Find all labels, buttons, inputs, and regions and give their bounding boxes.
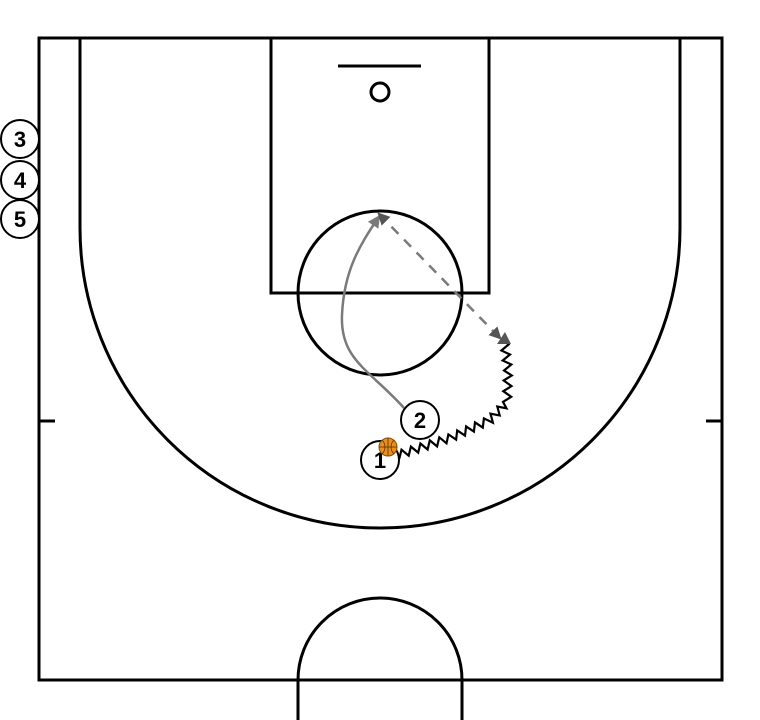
player-3: 3 xyxy=(0,119,40,159)
player-3-label: 3 xyxy=(14,127,26,152)
hoop xyxy=(369,81,391,103)
court-boundary xyxy=(37,36,724,682)
dribble-path-player-1 xyxy=(398,332,514,460)
dribble-zigzag xyxy=(398,339,514,460)
dribble-arrowhead xyxy=(497,332,511,344)
player-4: 4 xyxy=(0,160,40,200)
player-5-label: 5 xyxy=(14,207,26,232)
player-5: 5 xyxy=(0,199,40,239)
center-circle xyxy=(296,596,464,681)
player-2: 2 xyxy=(400,400,440,440)
player-2-label: 2 xyxy=(414,408,426,433)
free-throw-lane xyxy=(269,36,491,295)
basketball-icon xyxy=(378,437,398,457)
cut-arrow-player-2 xyxy=(340,214,405,409)
player-4-label: 4 xyxy=(14,168,27,193)
pass-arrow xyxy=(377,212,502,340)
three-point-line xyxy=(78,38,682,530)
